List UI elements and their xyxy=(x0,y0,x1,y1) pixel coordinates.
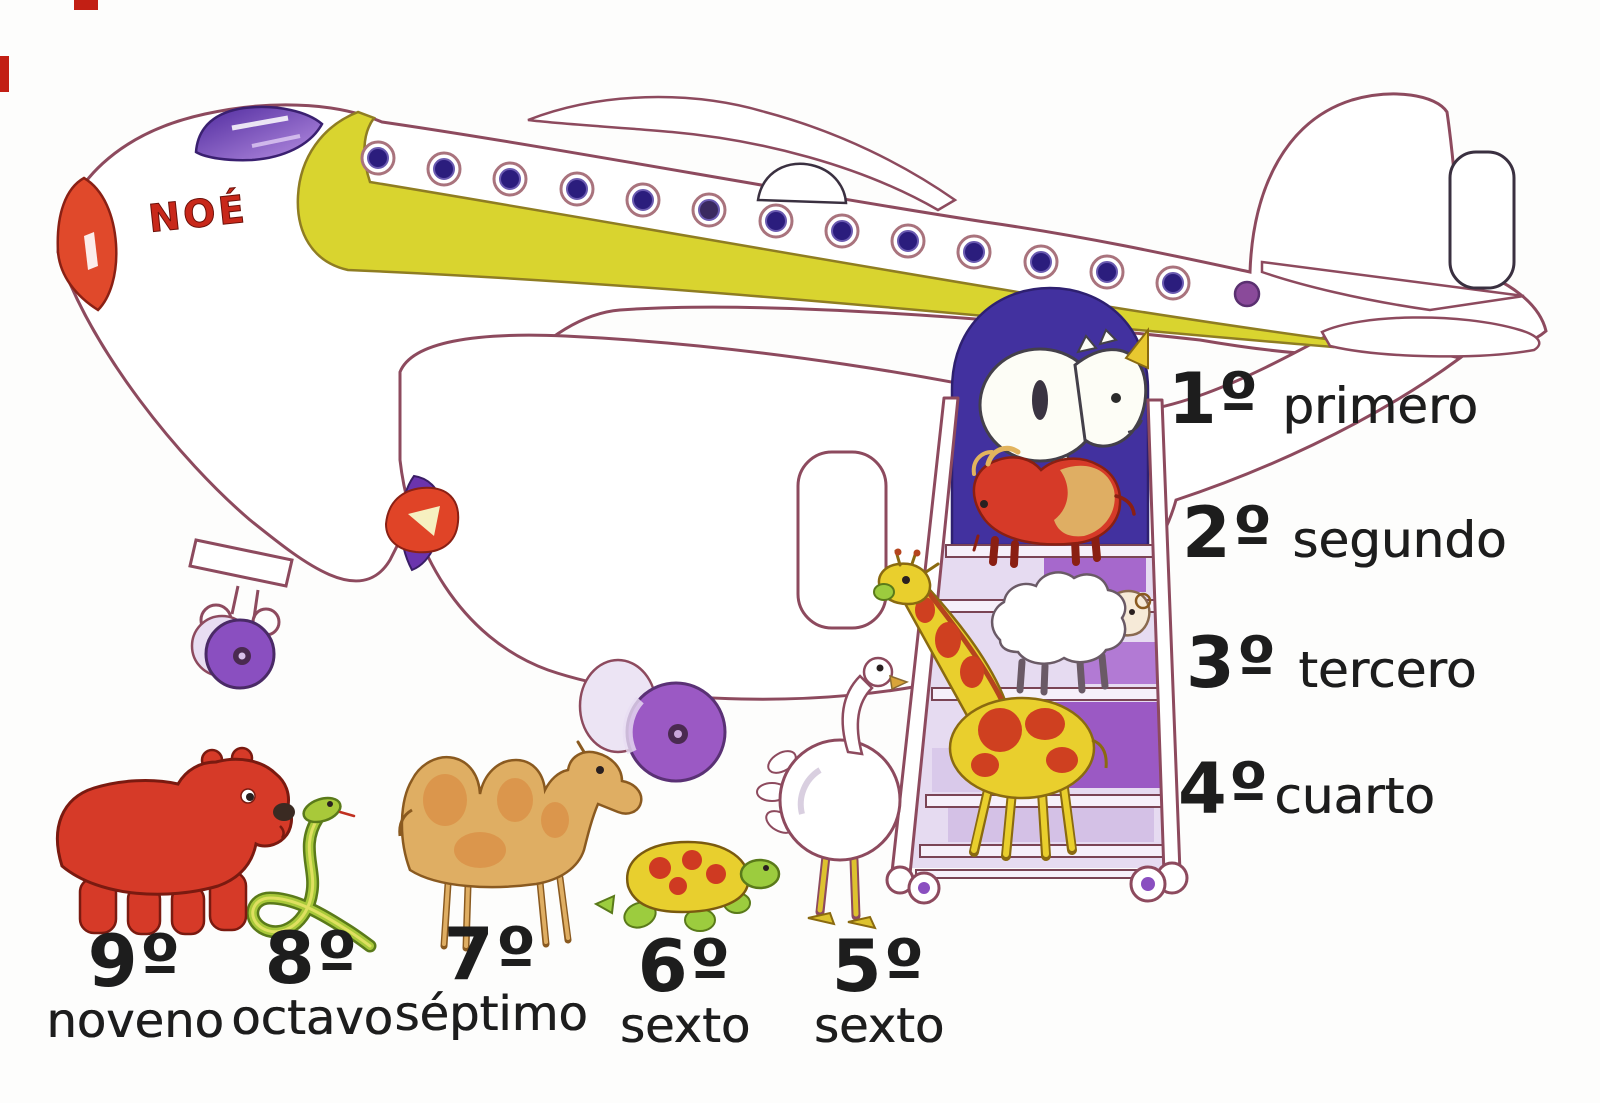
main-landing-gear xyxy=(578,658,727,783)
ordinal-word: primero xyxy=(1282,377,1478,435)
ordinal-label-4: 4º cuarto xyxy=(1178,748,1435,830)
bison xyxy=(971,446,1136,568)
ordinal-label-7: 7º séptimo xyxy=(376,918,606,1042)
bear xyxy=(55,746,295,936)
camel-patches xyxy=(423,774,569,868)
print-artifacts xyxy=(0,0,98,92)
ordinal-number: 3º xyxy=(1186,622,1279,704)
cockpit-window xyxy=(194,105,324,162)
ordinal-label-1: 1º primero xyxy=(1168,358,1478,440)
tail-cone xyxy=(1320,316,1541,358)
ordinal-word: noveno xyxy=(46,993,224,1049)
turtle-shell-pattern xyxy=(649,850,726,895)
ordinal-label-3: 3º tercero xyxy=(1186,622,1476,704)
propeller-spinner xyxy=(384,474,460,572)
front-landing-gear xyxy=(188,538,294,690)
turtle xyxy=(593,840,781,932)
ordinal-label-8: 8º octavo xyxy=(197,922,427,1046)
ordinal-word: octavo xyxy=(231,990,393,1046)
horizontal-stabilizer xyxy=(1260,260,1525,312)
ordinal-number: 9º xyxy=(87,919,183,1003)
nose-cone xyxy=(56,176,118,312)
ordinal-word: sexto xyxy=(619,998,751,1054)
ordinal-number: 7º xyxy=(443,912,539,996)
ordinal-number: 5º xyxy=(831,924,927,1008)
ordinal-word: sexto xyxy=(813,998,945,1054)
ordinal-number: 1º xyxy=(1168,358,1261,440)
rhino-horn xyxy=(1124,327,1149,370)
camel xyxy=(398,740,643,952)
ordinal-label-9: 9º noveno xyxy=(20,925,250,1049)
giraffe-spots xyxy=(915,597,1078,777)
fuselage-stripe xyxy=(296,110,1335,349)
far-wing xyxy=(527,95,958,212)
ordinal-label-5: 5º sexto xyxy=(764,930,994,1054)
ordinal-number: 4º xyxy=(1178,748,1271,830)
ordinal-number: 6º xyxy=(637,924,733,1008)
open-door xyxy=(796,450,888,630)
ordinal-word: séptimo xyxy=(394,986,588,1042)
ordinal-word: segundo xyxy=(1292,511,1507,569)
plane-name: NOÉ xyxy=(146,187,249,241)
ordinal-word: tercero xyxy=(1298,641,1477,699)
ordinal-word: cuarto xyxy=(1274,767,1435,825)
ostrich xyxy=(756,656,909,930)
snake xyxy=(246,796,377,953)
porthole-windows xyxy=(360,140,1261,308)
ordinal-number: 8º xyxy=(264,916,360,1000)
sheep xyxy=(991,571,1152,696)
rudder xyxy=(1448,150,1516,290)
ordinal-label-2: 2º segundo xyxy=(1182,492,1506,574)
far-engine xyxy=(756,162,848,205)
ordinal-number: 2º xyxy=(1182,492,1275,574)
giraffe xyxy=(873,548,1108,861)
ordinal-label-6: 6º sexto xyxy=(570,930,800,1054)
